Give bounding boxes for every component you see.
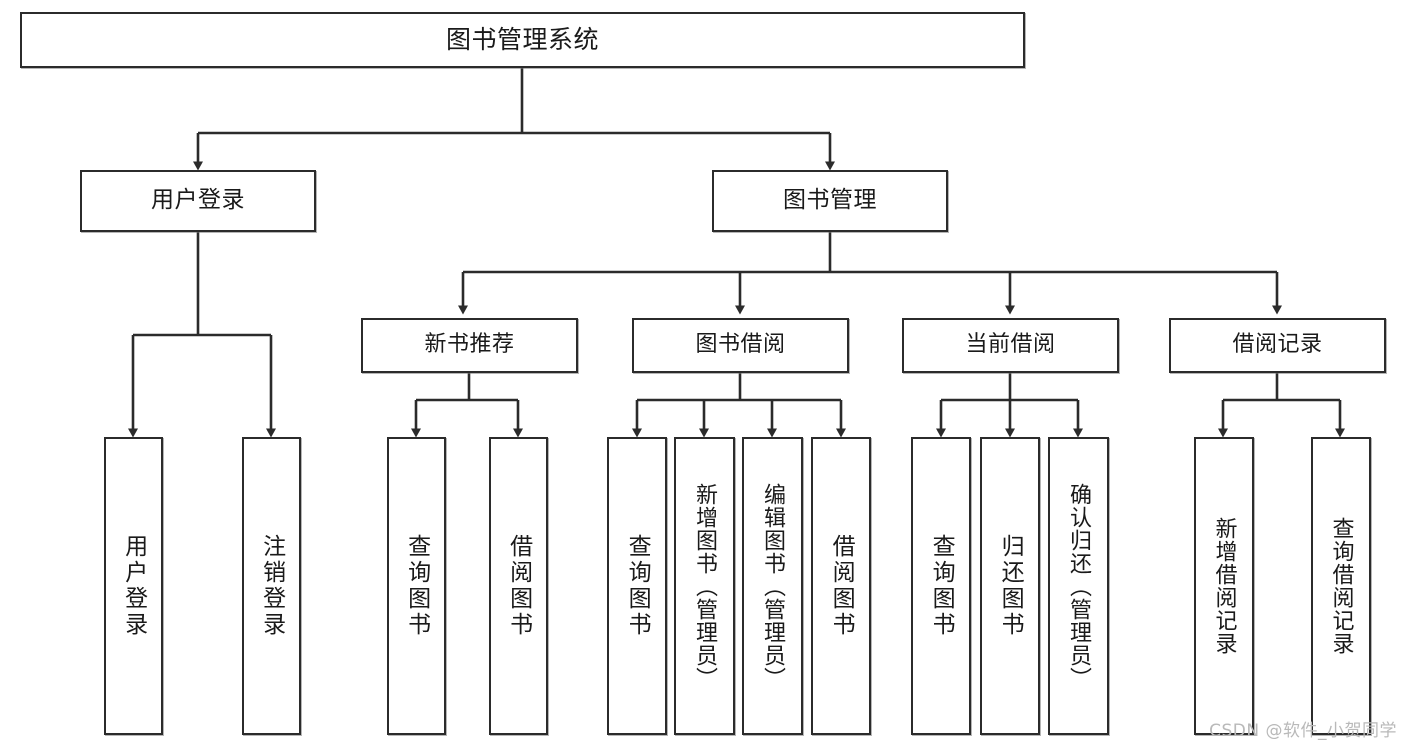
- leaf-borrow-book-2[interactable]: 借阅图书: [811, 437, 871, 735]
- leaf-query-book-1[interactable]: 查询图书: [387, 437, 446, 735]
- node-label: 新书推荐: [424, 332, 515, 358]
- node-label: 查询借阅记录: [1328, 517, 1354, 655]
- leaf-add-book[interactable]: 新增图书（管理员）: [674, 437, 735, 735]
- node-label: 归还图书: [997, 534, 1024, 638]
- node-current-borrow[interactable]: 当前借阅: [902, 318, 1119, 373]
- node-user-login[interactable]: 用户登录: [80, 170, 316, 232]
- leaf-edit-book[interactable]: 编辑图书（管理员）: [742, 437, 803, 735]
- node-label: 注销登录: [258, 534, 285, 638]
- node-label: 用户登录: [151, 187, 245, 214]
- leaf-add-record[interactable]: 新增借阅记录: [1194, 437, 1254, 735]
- node-borrow-record[interactable]: 借阅记录: [1169, 318, 1386, 373]
- node-label: 图书借阅: [695, 332, 786, 358]
- node-label: 借阅图书: [505, 534, 532, 638]
- leaf-return-book[interactable]: 归还图书: [980, 437, 1040, 735]
- node-book-manage[interactable]: 图书管理: [712, 170, 948, 232]
- node-label: 确认归还（管理员）: [1066, 482, 1092, 690]
- node-label: 新增图书（管理员）: [692, 482, 718, 690]
- node-label: 查询图书: [403, 534, 430, 638]
- node-label: 用户登录: [120, 534, 147, 638]
- node-new-book-recommend[interactable]: 新书推荐: [361, 318, 578, 373]
- node-label: 图书管理: [783, 187, 877, 214]
- leaf-user-login[interactable]: 用户登录: [104, 437, 163, 735]
- node-root-system[interactable]: 图书管理系统: [20, 12, 1025, 68]
- node-label: 当前借阅: [965, 332, 1056, 358]
- leaf-query-record[interactable]: 查询借阅记录: [1311, 437, 1371, 735]
- node-book-borrow[interactable]: 图书借阅: [632, 318, 849, 373]
- node-label: 查询图书: [624, 534, 651, 638]
- node-label: 编辑图书（管理员）: [760, 482, 786, 690]
- leaf-logout-login[interactable]: 注销登录: [242, 437, 301, 735]
- leaf-confirm-return[interactable]: 确认归还（管理员）: [1048, 437, 1109, 735]
- leaf-query-book-3[interactable]: 查询图书: [911, 437, 971, 735]
- leaf-borrow-book-1[interactable]: 借阅图书: [489, 437, 548, 735]
- watermark-csdn: CSDN @软件_小贺同学: [1209, 721, 1397, 741]
- node-label: 借阅记录: [1232, 332, 1323, 358]
- node-label: 图书管理系统: [445, 25, 599, 54]
- leaf-query-book-2[interactable]: 查询图书: [607, 437, 667, 735]
- node-label: 新增借阅记录: [1211, 517, 1237, 655]
- node-label: 查询图书: [928, 534, 955, 638]
- node-label: 借阅图书: [828, 534, 855, 638]
